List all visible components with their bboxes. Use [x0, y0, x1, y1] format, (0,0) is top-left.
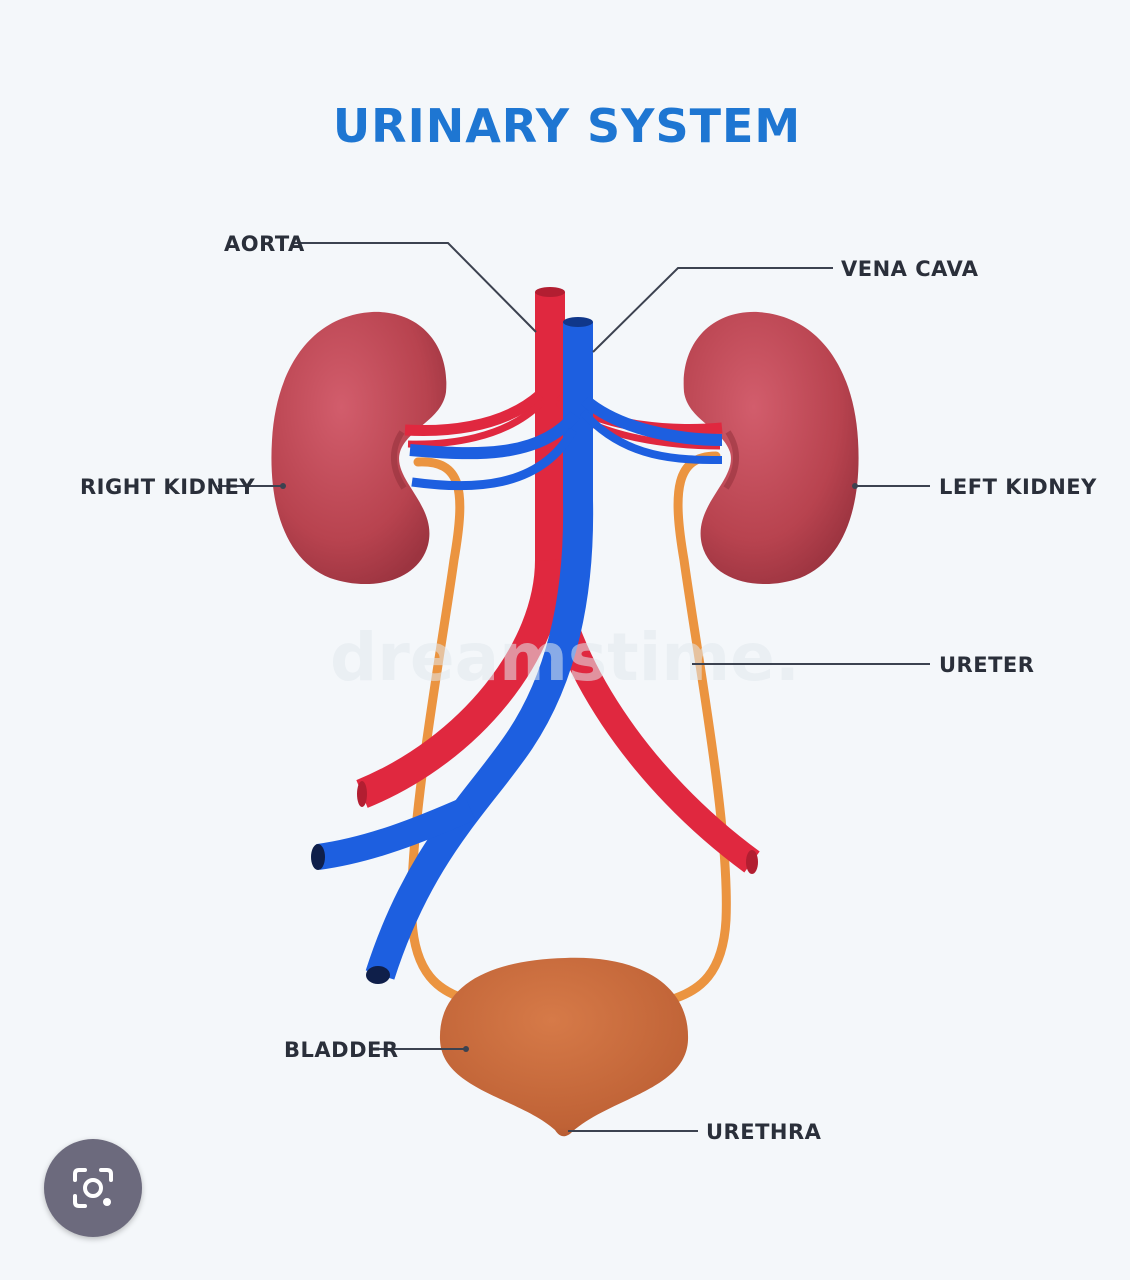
- bladder: [439, 957, 689, 1137]
- label-urethra: URETHRA: [706, 1120, 822, 1144]
- label-vena-cava: VENA CAVA: [841, 257, 979, 281]
- ureters: [407, 451, 731, 1003]
- vena-cava: [311, 317, 723, 984]
- diagram-title: URINARY SYSTEM: [333, 99, 801, 153]
- aorta-leader: [292, 242, 537, 333]
- lens-search-button[interactable]: [44, 1139, 142, 1237]
- label-aorta: AORTA: [224, 232, 305, 256]
- watermark: dreamstime.: [330, 619, 800, 696]
- right-kidney-dot: [280, 483, 286, 489]
- right-kidney: [271, 311, 447, 585]
- left-kidney: [683, 311, 859, 585]
- left-kidney-dot: [852, 483, 858, 489]
- label-left-kidney: LEFT KIDNEY: [939, 475, 1097, 499]
- camera-search-icon: [73, 1168, 113, 1208]
- label-ureter: URETER: [939, 653, 1034, 677]
- label-right-kidney: RIGHT KIDNEY: [80, 475, 255, 499]
- vena-cava-leader: [592, 267, 833, 353]
- label-bladder: BLADDER: [284, 1038, 399, 1062]
- bladder-dot: [463, 1046, 469, 1052]
